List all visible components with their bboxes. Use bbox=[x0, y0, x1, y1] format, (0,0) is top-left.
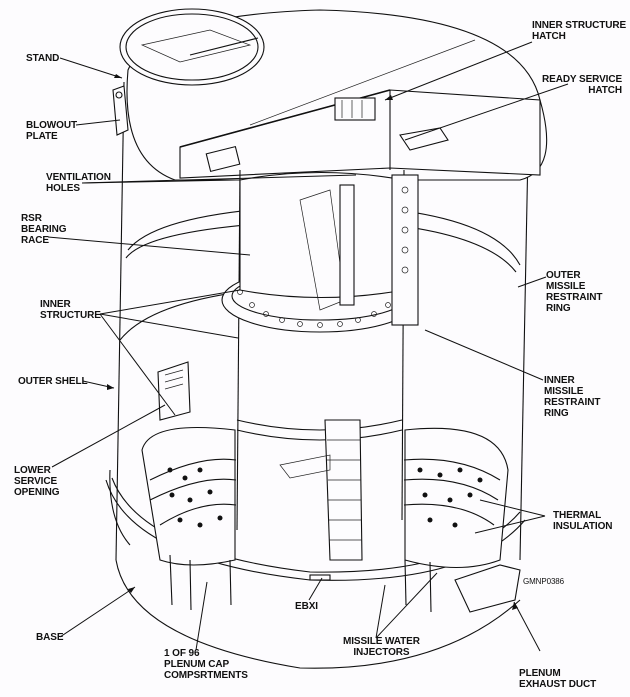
label-inner-structure: INNER STRUCTURE bbox=[40, 299, 101, 321]
plenum-drawing bbox=[141, 426, 521, 613]
label-thermal-insulation: THERMAL INSULATION bbox=[553, 510, 613, 532]
label-ready-service-hatch: READY SERVICE HATCH bbox=[542, 74, 623, 96]
label-plenum-exhaust-duct: PLENUM EXHAUST DUCT bbox=[519, 668, 597, 690]
leader-lines bbox=[47, 41, 569, 652]
label-blowout-plate: BLOWOUT PLATE bbox=[26, 120, 77, 142]
label-lower-service-opening: LOWER SERVICE OPENING bbox=[14, 465, 60, 498]
label-ventilation-holes: VENTILATION HOLES bbox=[46, 172, 111, 194]
label-missile-water-injectors: MISSILE WATER INJECTORS bbox=[343, 636, 420, 658]
label-ebxi: EBXI bbox=[295, 601, 318, 612]
stand-drawing bbox=[112, 8, 548, 181]
label-outer-missile-restraint-ring: OUTER MISSILE RESTRAINT RING bbox=[546, 270, 603, 314]
label-rsr-bearing-race: RSR BEARING RACE bbox=[21, 213, 67, 246]
label-base: BASE bbox=[36, 632, 64, 643]
figure-code: GMNP0386 bbox=[523, 577, 564, 586]
label-stand: STAND bbox=[26, 53, 60, 64]
label-plenum-cap: 1 OF 96 PLENUM CAP COMPSRTMENTS bbox=[164, 648, 248, 681]
label-inner-structure-hatch: INNER STRUCTURE HATCH bbox=[532, 20, 627, 42]
label-inner-missile-restraint-ring: INNER MISSILE RESTRAINT RING bbox=[544, 375, 601, 419]
inner-structure-drawing bbox=[157, 169, 419, 561]
label-outer-shell: OUTER SHELL bbox=[18, 376, 88, 387]
